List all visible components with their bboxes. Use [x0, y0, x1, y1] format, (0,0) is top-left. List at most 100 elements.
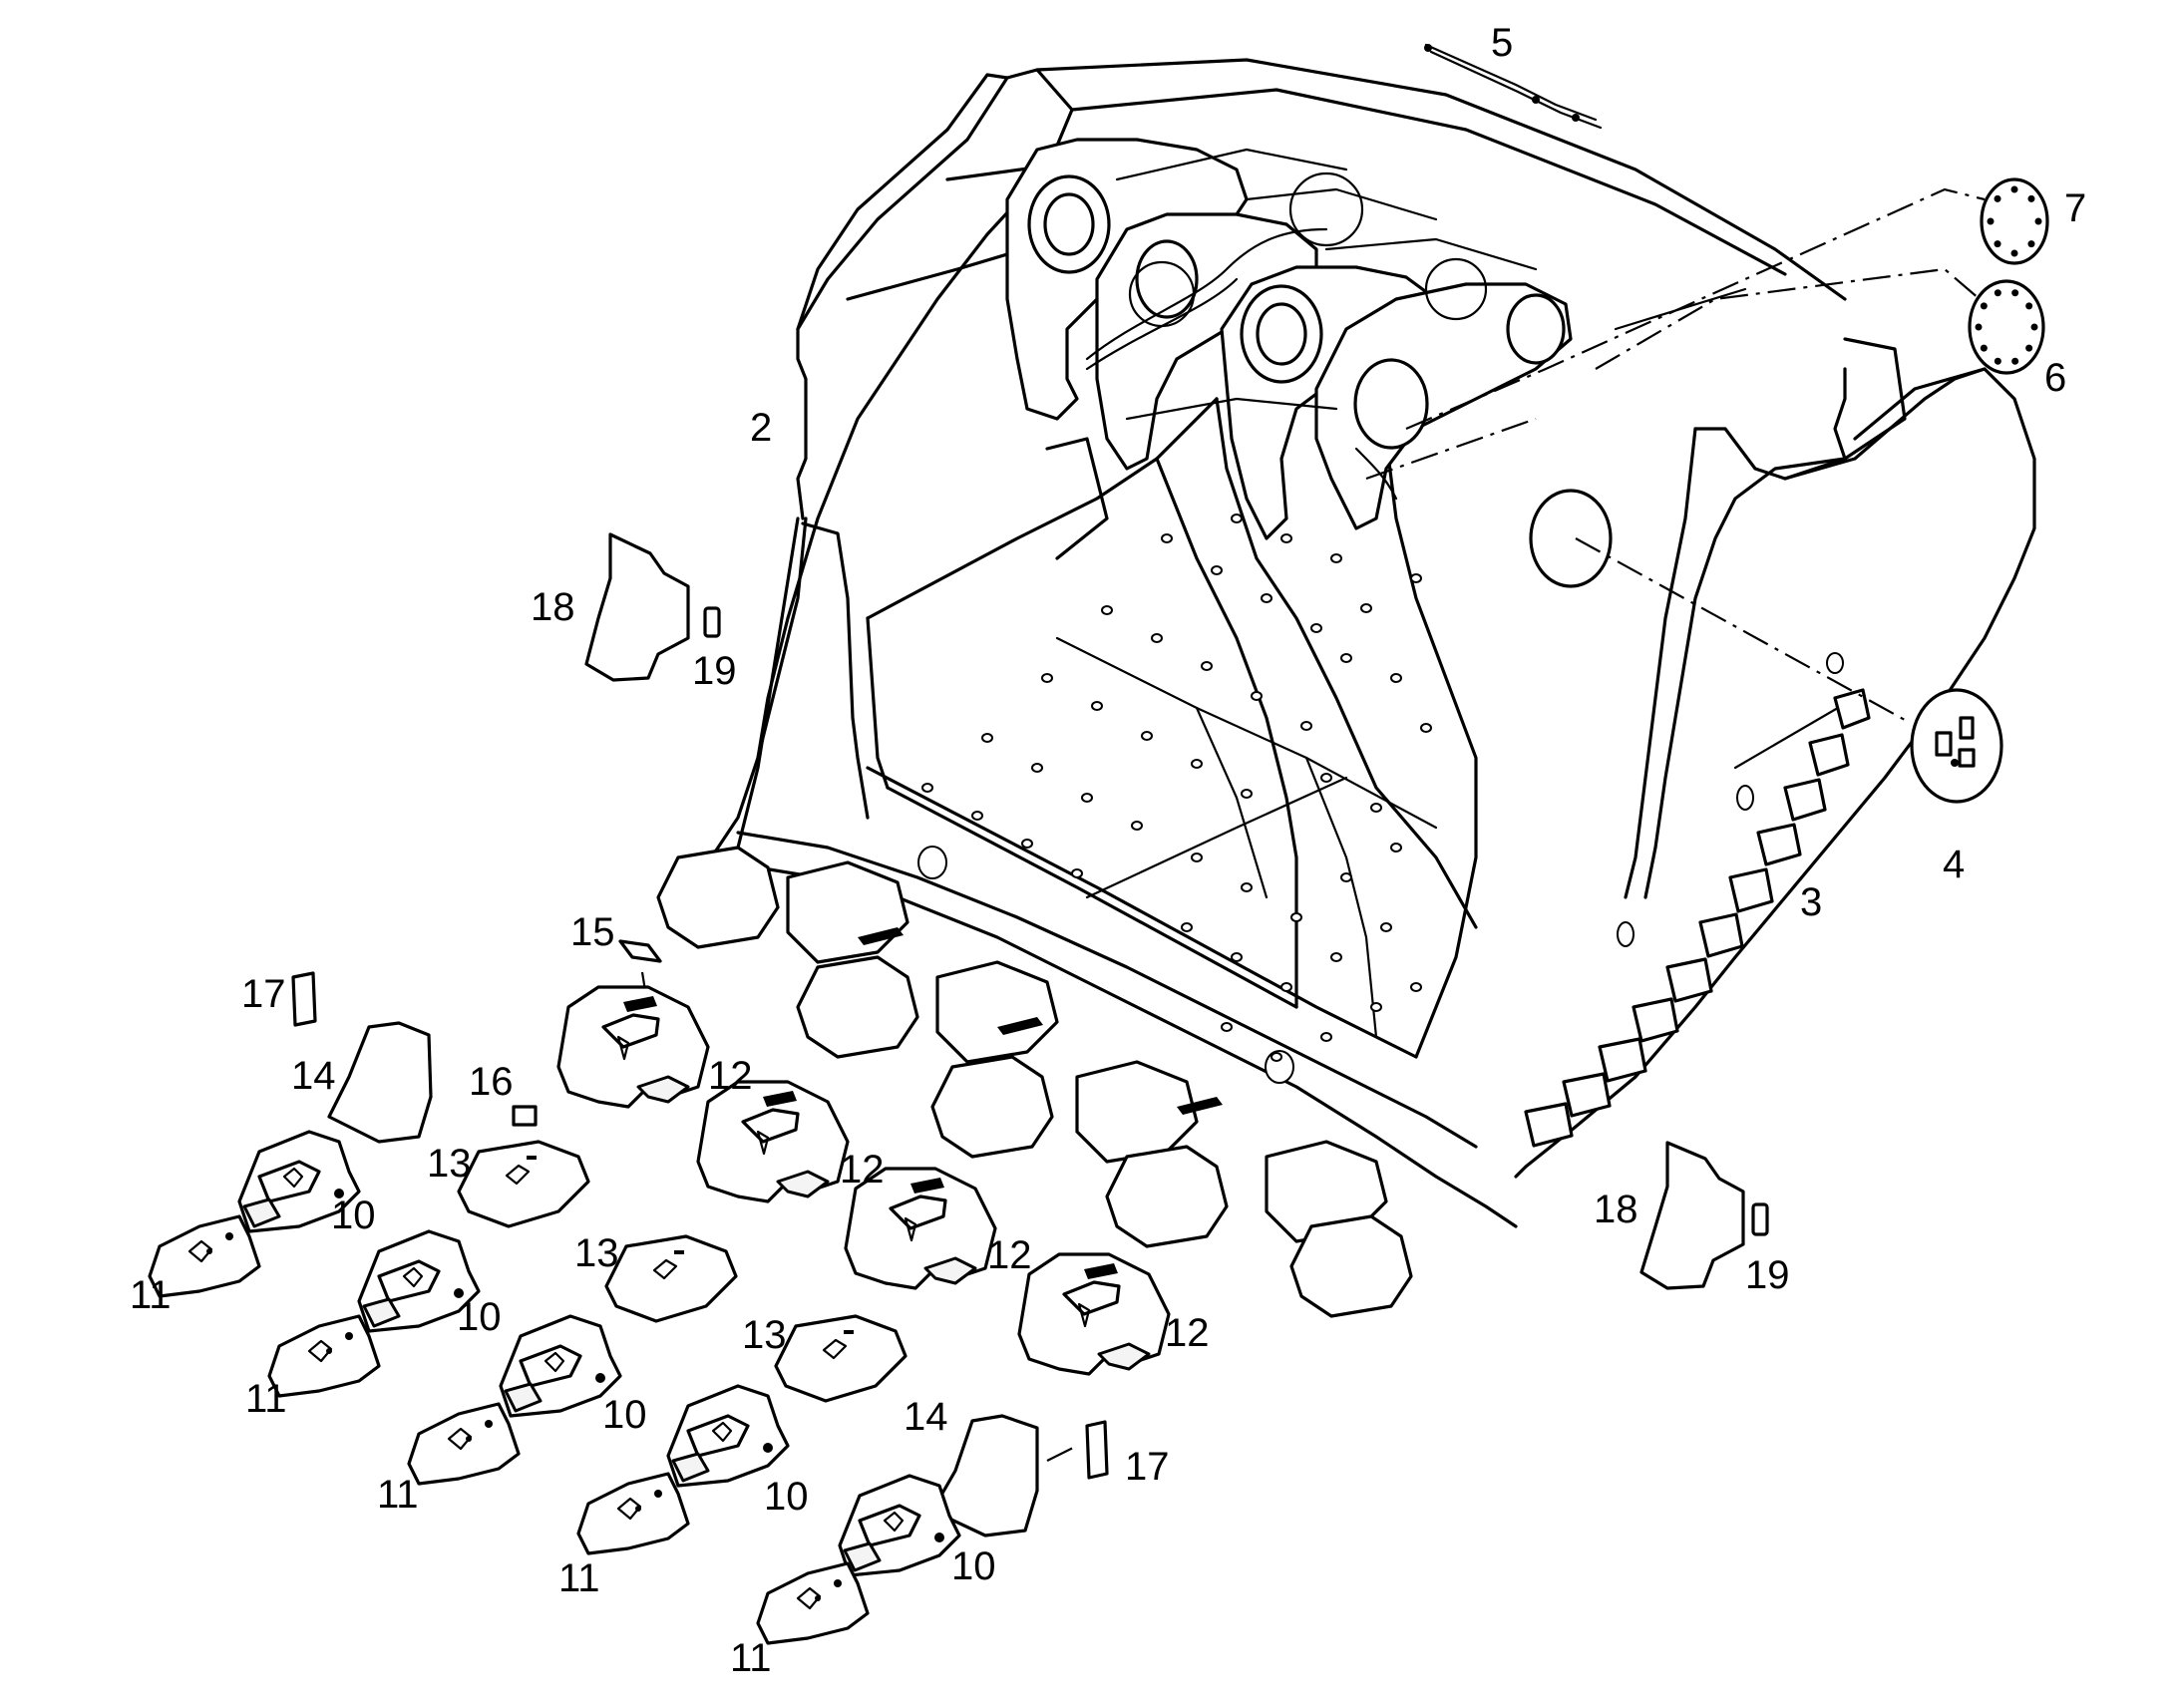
floor-hole — [1340, 653, 1352, 663]
bolt — [2027, 240, 2035, 248]
callout-12-a: 12 — [708, 1054, 753, 1098]
wear-cap — [604, 1234, 738, 1323]
wear-cap — [457, 1140, 590, 1228]
callout-12-d: 12 — [1165, 1311, 1210, 1355]
callout-19-left: 19 — [692, 649, 737, 693]
tip-11 — [267, 1314, 381, 1398]
floor-hole — [1141, 731, 1153, 741]
floor-hole — [1360, 603, 1372, 613]
floor-hole — [1071, 868, 1083, 878]
floor-hole — [1410, 573, 1422, 583]
bolt — [1980, 302, 1988, 310]
floor-hole — [921, 783, 933, 793]
floor-hole — [1370, 803, 1382, 813]
bolt — [2027, 194, 2035, 202]
bolt — [2034, 217, 2042, 225]
floor-hole — [1221, 1022, 1233, 1032]
tip-11 — [756, 1561, 870, 1645]
adapter-10 — [237, 1130, 361, 1233]
callout-10-b: 10 — [457, 1295, 502, 1339]
callout-12-c: 12 — [987, 1233, 1032, 1277]
floor-hole — [971, 811, 983, 821]
floor-hole — [1380, 922, 1392, 932]
corner-adapter-13-left — [327, 1021, 433, 1144]
bolt — [1980, 344, 1988, 352]
callout-7: 7 — [2064, 186, 2086, 230]
floor-hole — [1330, 553, 1342, 563]
shroud — [696, 1080, 850, 1203]
side-boss-hole — [1529, 489, 1613, 588]
floor-hole — [1191, 759, 1203, 769]
callout-14-a: 13 — [427, 1142, 472, 1186]
lip-shrouds-12 — [556, 985, 1171, 1376]
tip-11 — [148, 1214, 261, 1298]
floor-hole — [1161, 533, 1173, 543]
floor-hole — [1101, 605, 1113, 615]
callout-18-right: 18 — [1594, 1188, 1638, 1231]
wedge-17-left — [291, 971, 317, 1027]
floor-hole — [1390, 843, 1402, 853]
callout-14-b: 13 — [574, 1231, 619, 1275]
floor-hole — [1280, 982, 1292, 992]
callout-18-left: 18 — [531, 585, 575, 629]
floor-hole — [1320, 1032, 1332, 1042]
bolt — [2011, 357, 2019, 365]
floor-hole — [1201, 661, 1213, 671]
callout-2: 2 — [750, 406, 772, 450]
bolt — [2025, 302, 2033, 310]
bolt — [1994, 194, 2001, 202]
callout-13-left: 14 — [291, 1054, 336, 1098]
callout-16: 16 — [469, 1060, 514, 1104]
bolt — [2011, 289, 2019, 297]
callout-11-b: 11 — [245, 1377, 287, 1421]
floor-hole — [1241, 882, 1253, 892]
floor-hole — [1131, 821, 1143, 831]
callout-10-a: 10 — [331, 1194, 376, 1237]
callout-11-c: 11 — [377, 1473, 419, 1517]
floor-hole — [1420, 723, 1432, 733]
linkage-brackets — [1005, 138, 1573, 540]
lock-pin-15 — [618, 939, 662, 963]
callout-11-a: 11 — [130, 1273, 172, 1317]
shroud — [556, 985, 710, 1109]
floor-hole — [1261, 593, 1272, 603]
wear-cap — [774, 1314, 908, 1403]
callout-6: 6 — [2044, 356, 2066, 400]
side-protector-18-left — [584, 532, 690, 682]
floor-hole — [1031, 763, 1043, 773]
tip-11 — [576, 1472, 690, 1555]
block-16 — [512, 1105, 538, 1127]
callout-17-right: 17 — [1125, 1445, 1170, 1489]
floor-hole — [1211, 565, 1223, 575]
floor-hole — [1340, 872, 1352, 882]
callout-11-e: 11 — [730, 1636, 772, 1680]
lip-adapters — [656, 846, 1413, 1318]
bolt — [2030, 323, 2038, 331]
floor-hole — [981, 733, 993, 743]
floor-hole — [1320, 773, 1332, 783]
cover-plate-7 — [1980, 177, 2049, 265]
shroud — [844, 1167, 997, 1290]
adapter-10 — [357, 1229, 481, 1333]
heel-shroud-row — [1524, 688, 1871, 1148]
floor-hole — [1081, 793, 1093, 803]
pin-19-right — [1751, 1202, 1769, 1236]
floor-hole — [1231, 952, 1243, 962]
callout-12-b: 12 — [840, 1148, 885, 1192]
floor-hole — [1021, 839, 1033, 849]
floor-hole — [1390, 673, 1402, 683]
bolt — [2025, 344, 2033, 352]
callout-3: 3 — [1800, 880, 1822, 924]
cover-plate-6 — [1968, 279, 2045, 375]
bolt — [2010, 249, 2018, 257]
callout-17-left: 17 — [241, 972, 286, 1016]
callout-14-c: 13 — [742, 1313, 787, 1357]
adapter-10 — [838, 1474, 961, 1577]
hub-cover-4 — [1910, 688, 2003, 804]
callout-10-d: 10 — [764, 1475, 809, 1519]
floor-hole — [1310, 623, 1322, 633]
callout-19-right: 19 — [1745, 1253, 1790, 1297]
pin-19-left — [703, 606, 721, 638]
bolt — [1994, 240, 2001, 248]
